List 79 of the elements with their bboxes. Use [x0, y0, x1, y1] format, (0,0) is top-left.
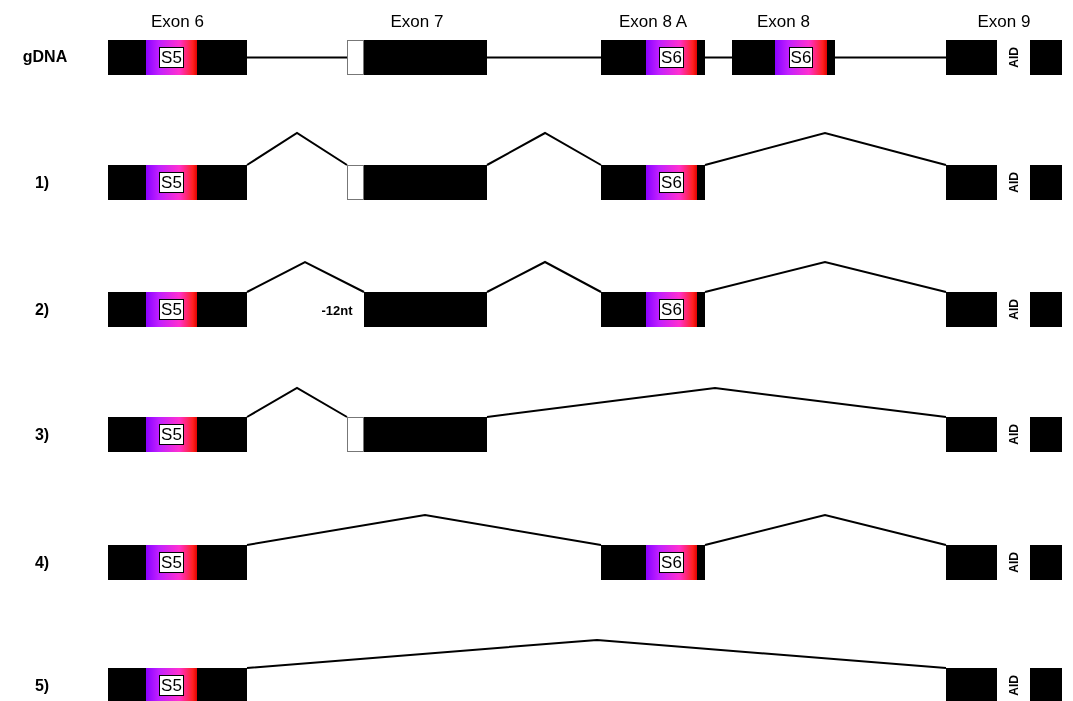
- domain-band: [646, 545, 697, 580]
- exon-box: [946, 417, 1062, 452]
- exon-box: [946, 40, 1062, 75]
- size-note: -12nt: [321, 302, 353, 318]
- exon-box: [347, 165, 487, 200]
- domain-box: AID: [997, 545, 1030, 580]
- domain-box: AID: [997, 292, 1030, 327]
- exon-box: [732, 40, 835, 75]
- splice-line: [486, 387, 947, 418]
- row-label: 2): [34, 301, 50, 319]
- exon-box: [601, 545, 705, 580]
- row-label: 4): [34, 554, 50, 572]
- domain-band: [146, 292, 197, 327]
- domain-label: S5: [159, 299, 184, 320]
- splice-line: [246, 639, 947, 669]
- domain-band: [646, 40, 697, 75]
- splice-line: [246, 514, 602, 546]
- exon-segment: [347, 417, 364, 452]
- exon-box: [108, 417, 247, 452]
- domain-box: AID: [997, 40, 1030, 75]
- domain-band: [646, 292, 697, 327]
- exon-box: [108, 292, 247, 327]
- exon-segment: [347, 165, 364, 200]
- exon-heading: Exon 6: [151, 12, 204, 32]
- exon-segment: [347, 40, 364, 75]
- exon-heading: Exon 9: [977, 12, 1031, 32]
- domain-label: S6: [659, 47, 684, 68]
- row-label: 1): [34, 174, 50, 192]
- exon-box: [946, 545, 1062, 580]
- splice-line: [246, 386, 348, 418]
- domain-label: S6: [659, 172, 684, 193]
- domain-band: [146, 417, 197, 452]
- exon-box: [946, 292, 1062, 327]
- splice-line: [704, 131, 947, 166]
- domain-label: S5: [159, 675, 184, 696]
- splice-line: [704, 513, 947, 546]
- exon-box: [601, 292, 705, 327]
- exon-box: [946, 668, 1062, 701]
- exon-heading: Exon 8: [757, 12, 810, 32]
- exon-box: [108, 545, 247, 580]
- splice-line: [486, 131, 602, 166]
- domain-band: [646, 165, 697, 200]
- domain-band: [146, 40, 197, 75]
- exon-box: [601, 40, 705, 75]
- splice-line: [246, 260, 365, 293]
- domain-label: S6: [788, 47, 814, 68]
- domain-label: S5: [159, 424, 184, 445]
- domain-label: S5: [159, 172, 184, 193]
- domain-box: AID: [997, 668, 1030, 701]
- domain-label: S5: [159, 47, 184, 68]
- exon-box: [108, 40, 247, 75]
- intron-line: [486, 56, 602, 59]
- domain-box: AID: [997, 417, 1030, 452]
- intron-line: [834, 56, 947, 59]
- splice-line: [704, 260, 947, 293]
- domain-label: S6: [659, 299, 684, 320]
- exon-box: [601, 165, 705, 200]
- intron-line: [704, 56, 733, 59]
- intron-line: [246, 56, 348, 59]
- exon-heading: Exon 7: [390, 12, 444, 32]
- domain-band: [775, 40, 827, 75]
- splice-line: [486, 260, 602, 293]
- domain-band: [146, 165, 197, 200]
- row-label: 3): [34, 426, 50, 444]
- row-label: gDNA: [22, 48, 68, 66]
- splice-line: [246, 131, 348, 166]
- exon-box: [108, 165, 247, 200]
- exon-box: [364, 292, 487, 327]
- exon-box: [347, 417, 487, 452]
- domain-band: [146, 545, 197, 580]
- row-label: 5): [34, 677, 50, 695]
- domain-label: S6: [659, 552, 684, 573]
- exon-heading: Exon 8 A: [618, 12, 688, 32]
- exon-box: [946, 165, 1062, 200]
- domain-label: S5: [159, 552, 184, 573]
- exon-box: [347, 40, 487, 75]
- domain-box: AID: [997, 165, 1030, 200]
- domain-band: [146, 668, 197, 701]
- exon-box: [108, 668, 247, 701]
